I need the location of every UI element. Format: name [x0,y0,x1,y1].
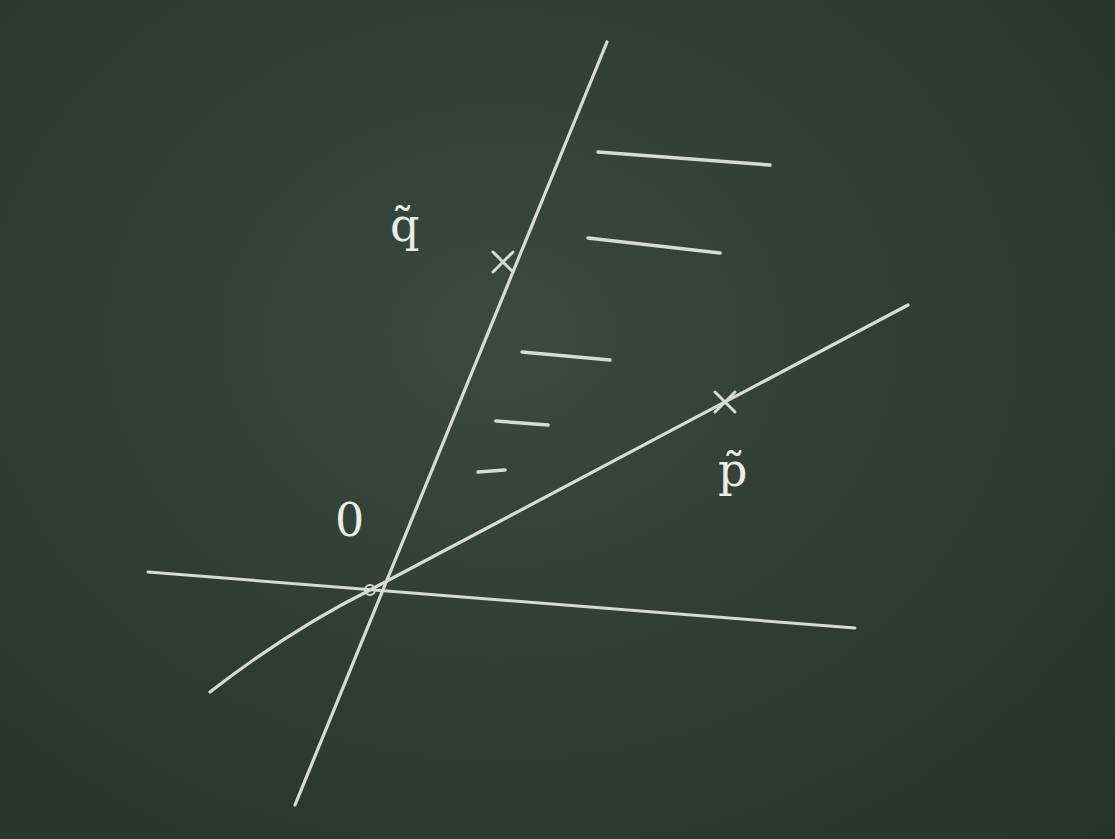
axis-label: q̃ [390,200,419,251]
axis-label: p̃ [718,445,747,496]
q-line [295,42,607,805]
p-line [210,305,908,692]
axis-label: 0 [335,495,364,546]
shading-dashes [478,152,770,472]
origin-dot [365,585,375,595]
cross-marks [493,252,735,412]
horizontal-axis [148,572,855,628]
